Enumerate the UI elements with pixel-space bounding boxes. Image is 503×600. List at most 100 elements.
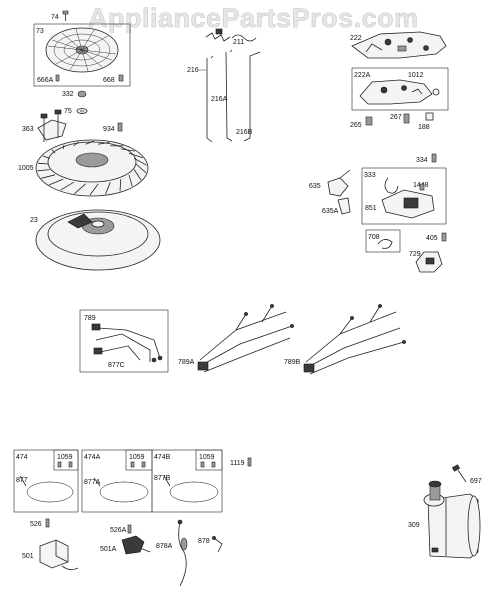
fan-blade xyxy=(135,163,147,174)
nut-188 xyxy=(425,112,434,121)
fan-blade xyxy=(105,182,111,195)
label-635A: 635A xyxy=(322,208,339,215)
label-216B: 216B xyxy=(236,129,253,136)
label-211: 211 xyxy=(233,39,244,46)
label-1059: 1059 xyxy=(199,454,215,461)
part-box-474 xyxy=(13,449,79,513)
fan-blades xyxy=(37,140,147,196)
label-332: 332 xyxy=(62,91,74,98)
label-333: 333 xyxy=(364,172,376,179)
screw-icon xyxy=(57,461,62,468)
ignition-wire xyxy=(384,177,399,194)
label-526A: 526A xyxy=(110,527,127,534)
label-1005: 1005 xyxy=(18,165,34,172)
screw-icon xyxy=(130,461,135,468)
fan-blade xyxy=(85,140,95,145)
label-265: 265 xyxy=(350,122,362,129)
screw-icon xyxy=(211,461,216,468)
part-box-474B xyxy=(151,449,223,513)
label-877B: 877B xyxy=(154,475,171,482)
wire-878 xyxy=(213,537,223,553)
fan-blade xyxy=(89,183,99,196)
label-474A: 474A xyxy=(84,454,101,461)
label-789: 789 xyxy=(84,315,96,322)
label-1059: 1059 xyxy=(57,454,73,461)
connector-icon xyxy=(93,347,103,355)
fan-blade xyxy=(37,162,49,165)
label-635: 635 xyxy=(309,183,321,190)
connector-icon xyxy=(197,361,209,371)
part-group-474: 474 1059 877 xyxy=(13,449,79,513)
label-666A: 666A xyxy=(37,77,54,84)
label-267: 267 xyxy=(390,114,402,121)
label-216: 216 xyxy=(187,67,199,74)
fan-blade xyxy=(119,179,122,192)
rectifier-501 xyxy=(39,539,79,570)
label-877: 877 xyxy=(16,477,28,484)
nut-icon xyxy=(118,74,124,82)
label-851: 851 xyxy=(365,205,377,212)
label-309: 309 xyxy=(408,522,420,529)
label-668: 668 xyxy=(103,77,115,84)
screw-1119 xyxy=(247,457,252,467)
spark-plug-boot-635 xyxy=(327,169,351,197)
label-474B: 474B xyxy=(154,454,171,461)
fan-blade xyxy=(51,149,56,154)
part-box-708 xyxy=(365,229,401,253)
label-877C: 877C xyxy=(108,362,125,369)
fan-blade xyxy=(128,174,133,187)
washer-icon xyxy=(432,88,440,96)
watermark-text: AppliancePartsPros.com xyxy=(88,3,419,33)
boot-635A xyxy=(337,197,351,215)
fan-blade xyxy=(128,152,143,159)
nut-332 xyxy=(77,90,87,98)
fan-blade xyxy=(41,174,56,179)
screen-grille-part xyxy=(45,27,119,73)
label-23: 23 xyxy=(30,217,38,224)
part-box-789 xyxy=(79,309,169,373)
label-188: 188 xyxy=(418,124,430,131)
label-878: 878 xyxy=(198,538,210,545)
fan-blade xyxy=(48,178,64,186)
fan-blade xyxy=(73,141,79,147)
label-934: 934 xyxy=(103,126,115,133)
fan-blade xyxy=(60,181,74,191)
fan-blade xyxy=(37,169,50,172)
label-216A: 216A xyxy=(211,96,228,103)
label-697: 697 xyxy=(470,478,482,485)
flywheel-23 xyxy=(35,209,161,271)
connector-icon xyxy=(303,363,315,373)
label-877A: 877A xyxy=(84,479,101,486)
label-222: 222 xyxy=(350,35,362,42)
part-box-1059 xyxy=(53,449,79,471)
label-405: 405 xyxy=(426,235,438,242)
fan-blade xyxy=(42,155,50,159)
part-group-474B: 474B 1059 877B xyxy=(151,449,223,513)
label-708: 708 xyxy=(368,234,380,241)
screw-74-icon xyxy=(62,10,69,21)
fan-blade xyxy=(120,148,135,152)
label-789B: 789B xyxy=(284,359,301,366)
retainer-363 xyxy=(37,109,67,142)
control-bracket-222A xyxy=(359,79,433,105)
label-501: 501 xyxy=(22,553,34,560)
screw-526A xyxy=(127,524,132,534)
label-1012: 1012 xyxy=(408,72,424,79)
clip-265 xyxy=(365,116,373,126)
label-526: 526 xyxy=(30,521,42,528)
screw-267 xyxy=(403,113,410,124)
label-729: 729 xyxy=(409,251,421,258)
clip-708 xyxy=(377,239,393,249)
label-878A: 878A xyxy=(156,543,173,550)
control-bracket-222 xyxy=(351,31,447,59)
starter-motor-309 xyxy=(423,480,481,559)
part-group-222A: 222A 1012 xyxy=(351,67,449,111)
part-group-73: 73 666A 668 xyxy=(33,23,131,87)
screw-405 xyxy=(441,232,447,242)
link-rods-216 xyxy=(206,49,261,143)
bolt-697 xyxy=(451,464,467,483)
part-box-1059 xyxy=(195,449,223,471)
part-box-333 xyxy=(361,167,447,225)
label-334: 334 xyxy=(416,157,428,164)
